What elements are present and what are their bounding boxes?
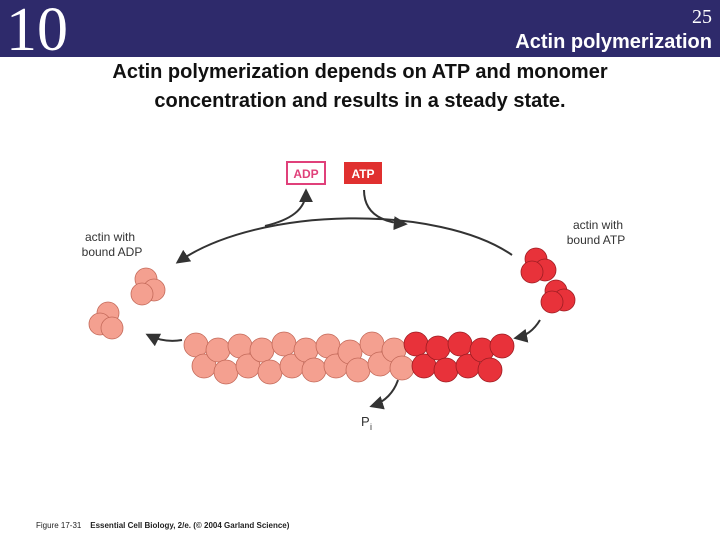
- polymerization-arrow: [516, 320, 540, 338]
- figure-caption: Figure 17-31 Essential Cell Biology, 2/e…: [36, 521, 289, 530]
- left-label-line-2: bound ADP: [82, 245, 143, 259]
- right-label-line-1: actin with: [573, 218, 623, 232]
- figure-source: Essential Cell Biology, 2/e. (© 2004 Gar…: [90, 521, 289, 530]
- filament-atp-section: [404, 332, 514, 382]
- left-label-line-1: actin with: [85, 230, 135, 244]
- phosphate-label: P: [361, 414, 370, 429]
- phosphate-subscript: i: [370, 422, 372, 432]
- actin-filament: [184, 332, 514, 384]
- free-adp-actin-monomers: [89, 268, 165, 339]
- top-cycle-arrow: [178, 218, 512, 262]
- free-atp-actin-monomers: [521, 248, 575, 313]
- right-label-line-2: bound ATP: [567, 233, 626, 247]
- filament-adp-section: [184, 332, 414, 384]
- phosphate-release-arrow: [372, 380, 398, 406]
- figure-number: Figure 17-31: [36, 521, 81, 530]
- adp-box-label: ADP: [293, 167, 318, 181]
- atp-box-label: ATP: [351, 167, 374, 181]
- depolymerization-arrow: [148, 335, 182, 341]
